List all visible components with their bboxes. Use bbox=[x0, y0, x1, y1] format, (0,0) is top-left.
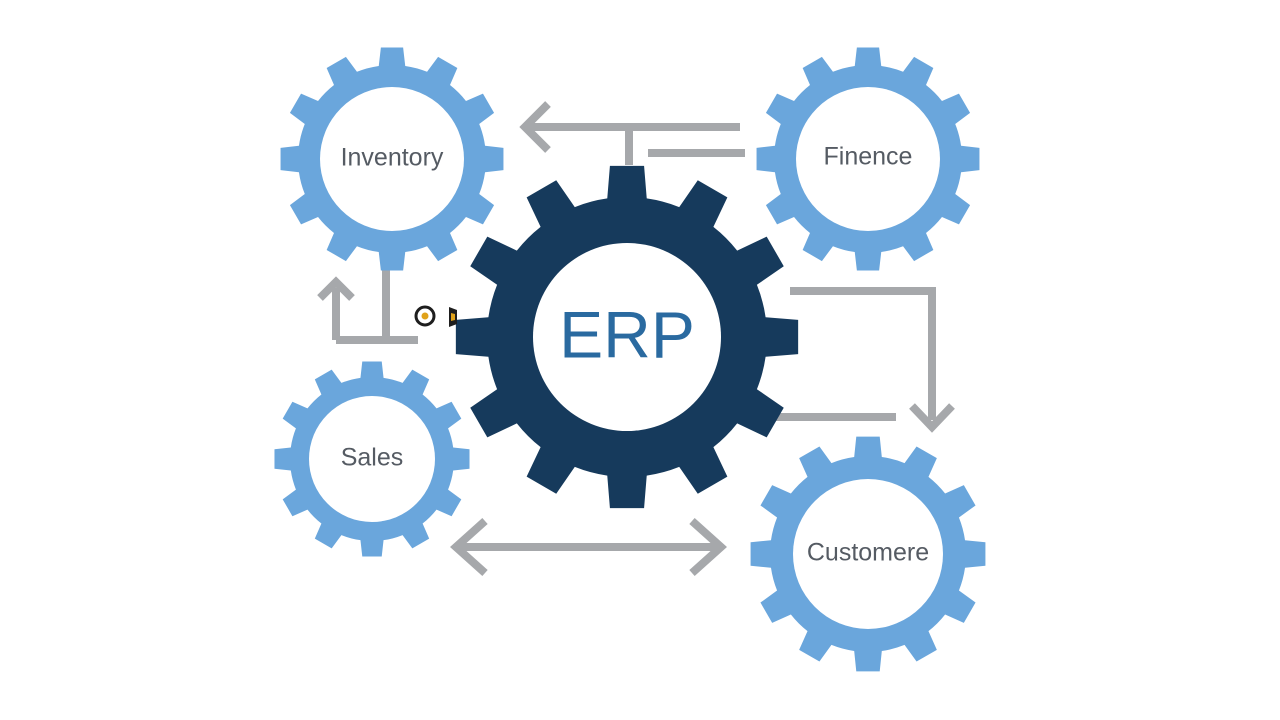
erp-center-label: ERP bbox=[559, 297, 695, 371]
gear-finance-hole bbox=[796, 87, 940, 231]
gear-erp-center bbox=[455, 165, 799, 509]
arrowhead-down-customers bbox=[909, 403, 955, 433]
labels-layer: ERP Inventory Finence Sales Customere bbox=[341, 143, 930, 567]
elbow-line-inventory bbox=[332, 265, 418, 344]
mini-gears-icon bbox=[414, 305, 457, 327]
elbow-line-customers bbox=[790, 287, 936, 420]
gear-erp-center-hole bbox=[533, 243, 721, 431]
gear-inventory bbox=[280, 47, 504, 271]
arrowhead-up-inventory bbox=[317, 276, 355, 301]
gear-sales-hole bbox=[309, 396, 435, 522]
connector-center-to-inventory-arrow bbox=[519, 101, 740, 165]
gear-customers-hole bbox=[793, 479, 943, 629]
arrowhead-left-bottom bbox=[450, 518, 488, 576]
gear-finance bbox=[756, 47, 980, 271]
arrowhead-right-bottom bbox=[689, 518, 727, 576]
module-label-customers: Customere bbox=[807, 539, 929, 567]
gear-inventory-hole bbox=[320, 87, 464, 231]
gear-sales bbox=[274, 361, 470, 557]
connector-sales-customers-double-arrow bbox=[450, 518, 727, 576]
gear-customers bbox=[750, 436, 986, 672]
module-label-sales: Sales bbox=[341, 444, 404, 472]
module-label-inventory: Inventory bbox=[341, 144, 444, 172]
gears-layer bbox=[274, 47, 986, 672]
arrowhead-left-top bbox=[519, 101, 551, 153]
module-label-finance: Finence bbox=[824, 143, 913, 171]
connector-center-to-inventory-elbow bbox=[317, 265, 418, 344]
